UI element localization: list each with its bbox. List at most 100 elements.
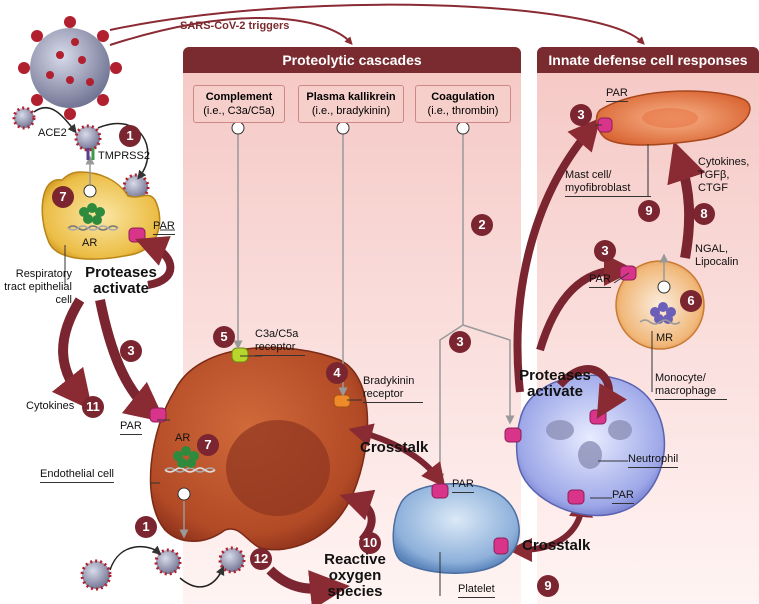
cascade-detail: (i.e., thrombin) xyxy=(427,105,499,117)
trigger-arrow-innate xyxy=(109,3,645,45)
protease-to-mastcell-arrow xyxy=(513,117,601,393)
proteases-activate-label: Proteases activate xyxy=(519,367,591,400)
platelet-label: Platelet xyxy=(458,583,495,598)
par-label: PAR xyxy=(606,87,628,102)
virus-entry-arrow xyxy=(33,106,77,134)
plus-icon xyxy=(177,487,191,501)
step-badge-1: 1 xyxy=(135,516,157,538)
proteases-activate-label: Proteases activate xyxy=(85,264,157,297)
step-badge-11: 11 xyxy=(82,396,104,418)
par-label: PAR xyxy=(452,478,474,493)
plus-icon xyxy=(231,121,245,135)
ros-release-arrow xyxy=(266,566,350,604)
plus-icon xyxy=(456,121,470,135)
sars-cov-2-virus-icon xyxy=(18,16,122,120)
virus-icon-2 xyxy=(74,124,102,152)
dna-icon xyxy=(67,225,119,231)
virus-icon-3 xyxy=(122,173,150,201)
par-activation-arrow xyxy=(95,299,166,423)
dna-icon xyxy=(164,467,216,473)
ar-label: AR xyxy=(82,237,98,249)
par-receptor-icon xyxy=(589,409,607,425)
step-badge-9: 9 xyxy=(537,575,559,597)
plus-icon xyxy=(83,184,97,198)
trigger-label: SARS-CoV-2 triggers xyxy=(180,20,290,32)
crosstalk-arrow xyxy=(348,423,446,488)
protease-to-monocyte-arrow xyxy=(536,254,636,352)
ace2-label: ACE2 xyxy=(38,127,67,139)
ar-label: AR xyxy=(175,432,191,444)
protease-activate-arrow xyxy=(556,365,627,419)
c3a-c5a-receptor-icon xyxy=(231,347,249,363)
par-receptor-icon xyxy=(149,407,167,423)
innate-defense-header: Innate defense cell responses xyxy=(537,47,759,73)
step-badge-3: 3 xyxy=(570,104,592,126)
virus-entry-arrow xyxy=(179,565,225,588)
step-badge-6: 6 xyxy=(680,290,702,312)
cytokines-tgf-label: Cytokines, TGFβ, CTGF xyxy=(698,156,750,194)
par-label: PAR xyxy=(589,273,611,288)
step-badge-1: 1 xyxy=(119,125,141,147)
cytokines-label: Cytokines xyxy=(26,400,75,412)
step-badge-4: 4 xyxy=(326,362,348,384)
virus-entry-arrow xyxy=(109,545,162,571)
par-receptor-icon xyxy=(504,427,522,443)
step-badge-3: 3 xyxy=(594,240,616,262)
par-receptor-icon xyxy=(431,483,449,499)
cytokine-to-mastcell-arrow xyxy=(667,141,706,259)
plasma-kallikrein-box: Plasma kallikrein (i.e., bradykinin) xyxy=(298,85,404,123)
neutrophil-label: Neutrophil xyxy=(628,453,679,468)
monocyte-label: Monocyte/ macrophage xyxy=(655,372,727,400)
par-receptor-icon xyxy=(493,537,509,555)
protease-activate-arrow xyxy=(135,236,175,289)
complement-box: Complement (i.e., C3a/C5a) xyxy=(193,85,285,123)
mast-cell-label: Mast cell/ myofibroblast xyxy=(565,169,651,197)
step-badge-7: 7 xyxy=(52,186,74,208)
respiratory-cell-label: Respiratory tract epithelial cell xyxy=(4,268,72,306)
virus-entry-arrow xyxy=(97,122,149,180)
step-badge-10: 10 xyxy=(359,532,381,554)
step-badge-12: 12 xyxy=(250,548,272,570)
cytokine-release-arrow xyxy=(51,297,93,411)
step-badge-2: 2 xyxy=(471,214,493,236)
crosstalk-label: Crosstalk xyxy=(522,537,591,554)
bradykinin-receptor-icon xyxy=(333,394,351,408)
step-badge-7: 7 xyxy=(197,434,219,456)
trigger-arrow-proteolytic xyxy=(109,17,353,46)
virus-icon-4 xyxy=(80,559,112,591)
bradykinin-receptor-label: Bradykinin receptor xyxy=(363,375,423,403)
par-receptor-icon xyxy=(567,489,585,505)
nucleus xyxy=(226,420,330,516)
platelet-cell xyxy=(392,483,520,574)
par-label: PAR xyxy=(120,420,142,435)
ace2-receptor-icon xyxy=(86,148,95,160)
par-label: PAR xyxy=(153,220,175,235)
virus-icon-6 xyxy=(218,546,246,574)
crosstalk-label: Crosstalk xyxy=(360,439,429,456)
proteolytic-cascades-header: Proteolytic cascades xyxy=(183,47,521,73)
ngal-label: NGAL, Lipocalin xyxy=(695,243,739,268)
coagulation-box: Coagulation (i.e., thrombin) xyxy=(415,85,511,123)
cascade-detail: (i.e., C3a/C5a) xyxy=(203,105,275,117)
endothelial-cell-label: Endothelial cell xyxy=(40,468,114,483)
plus-icon xyxy=(657,280,671,294)
step-badge-5: 5 xyxy=(213,326,235,348)
virus-icon-1 xyxy=(12,106,36,130)
plus-icon xyxy=(336,121,350,135)
step-badge-9: 9 xyxy=(638,200,660,222)
step-badge-8: 8 xyxy=(693,203,715,225)
cascade-name: Plasma kallikrein xyxy=(306,91,396,103)
c3a-receptor-label: C3a/C5a receptor xyxy=(255,328,305,356)
cascade-name: Complement xyxy=(205,91,273,103)
receptor-complex-icon xyxy=(173,446,199,468)
mr-label: MR xyxy=(656,332,674,344)
par-label: PAR xyxy=(612,489,634,504)
cascade-name: Coagulation xyxy=(431,91,495,103)
cascade-detail: (i.e., bradykinin) xyxy=(311,105,391,117)
step-badge-3: 3 xyxy=(449,331,471,353)
virus-icon-5 xyxy=(154,548,182,576)
tmprss2-label: TMPRSS2 xyxy=(98,150,150,162)
step-badge-3: 3 xyxy=(120,340,142,362)
receptor-complex-icon xyxy=(79,203,105,225)
